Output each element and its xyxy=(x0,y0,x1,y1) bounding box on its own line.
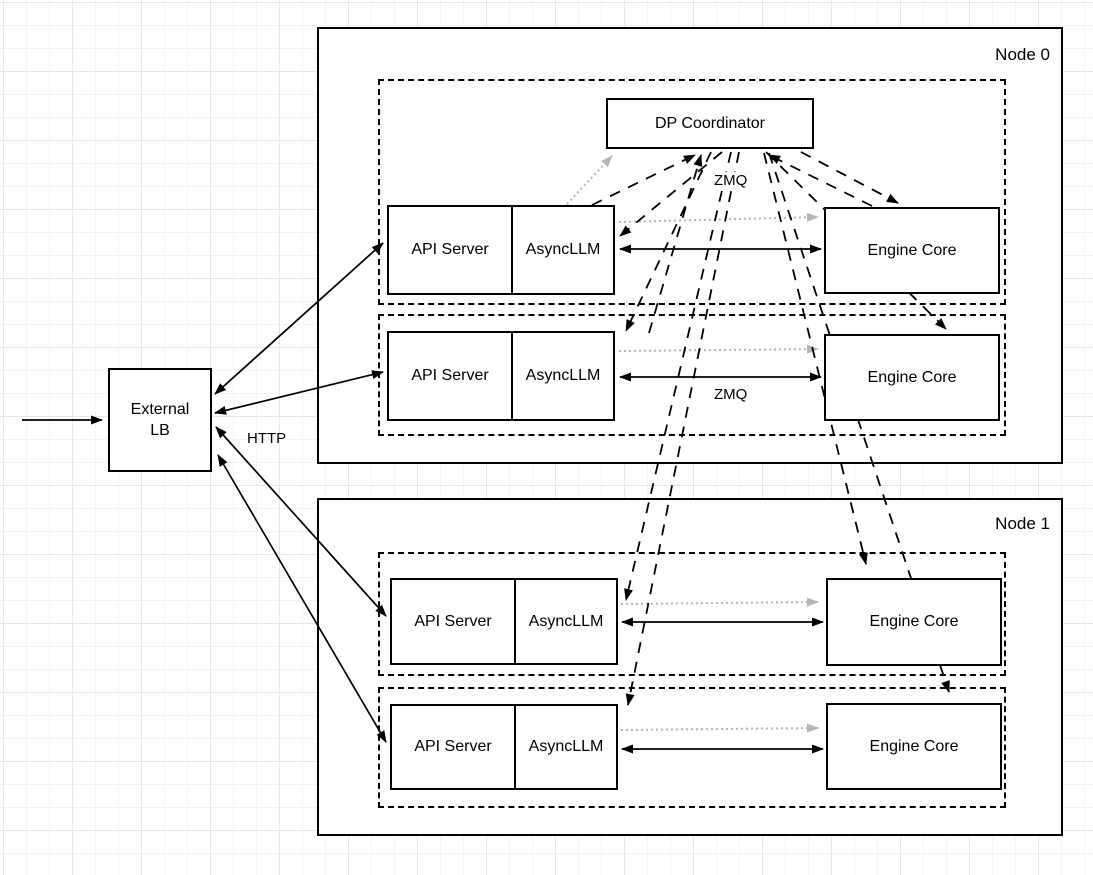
engine-core-label: Engine Core xyxy=(869,737,959,755)
node0-row1-engine-core-box: Engine Core xyxy=(824,207,1000,294)
engine-core-label: Engine Core xyxy=(867,368,957,386)
api-server-label: API Server xyxy=(414,612,492,630)
zmq-row2-label: ZMQ xyxy=(714,386,748,403)
external-lb-box: External LB xyxy=(108,368,212,472)
zmq-coordinator-label: ZMQ xyxy=(712,172,750,189)
asyncllm-label: AsyncLLM xyxy=(525,241,601,258)
asyncllm-box: AsyncLLM xyxy=(516,706,616,788)
node1-row1-engine-core-box: Engine Core xyxy=(826,578,1002,666)
external-lb-label-line1: External xyxy=(130,401,190,418)
node1-row1-api-async-box: API Server AsyncLLM xyxy=(390,578,618,665)
api-server-label: API Server xyxy=(414,738,492,755)
api-server-box: API Server xyxy=(389,207,513,293)
asyncllm-label: AsyncLLM xyxy=(528,612,604,630)
engine-core-label: Engine Core xyxy=(867,241,957,259)
node0-row1-api-async-box: API Server AsyncLLM xyxy=(387,205,615,295)
asyncllm-box: AsyncLLM xyxy=(513,333,613,419)
dp-coordinator-box: DP Coordinator xyxy=(606,98,814,149)
api-server-box: API Server xyxy=(389,333,513,419)
node1-row2-api-async-box: API Server AsyncLLM xyxy=(390,704,618,790)
dp-coordinator-label: DP Coordinator xyxy=(655,114,765,132)
api-server-label: API Server xyxy=(411,367,489,384)
api-server-box: API Server xyxy=(392,706,516,788)
asyncllm-box: AsyncLLM xyxy=(513,207,613,293)
node0-row2-engine-core-box: Engine Core xyxy=(824,334,1000,421)
asyncllm-label: AsyncLLM xyxy=(528,738,604,755)
engine-core-label: Engine Core xyxy=(869,613,959,630)
node1-label: Node 1 xyxy=(995,514,1050,533)
http-label: HTTP xyxy=(247,430,287,447)
asyncllm-label: AsyncLLM xyxy=(525,367,601,384)
api-server-box: API Server xyxy=(392,580,516,663)
asyncllm-box: AsyncLLM xyxy=(516,580,616,663)
api-server-label: API Server xyxy=(411,241,489,258)
node0-row2-api-async-box: API Server AsyncLLM xyxy=(387,331,615,421)
external-lb-label-line2: LB xyxy=(150,422,170,439)
node1-row2-engine-core-box: Engine Core xyxy=(826,703,1002,790)
node0-label: Node 0 xyxy=(995,45,1050,64)
